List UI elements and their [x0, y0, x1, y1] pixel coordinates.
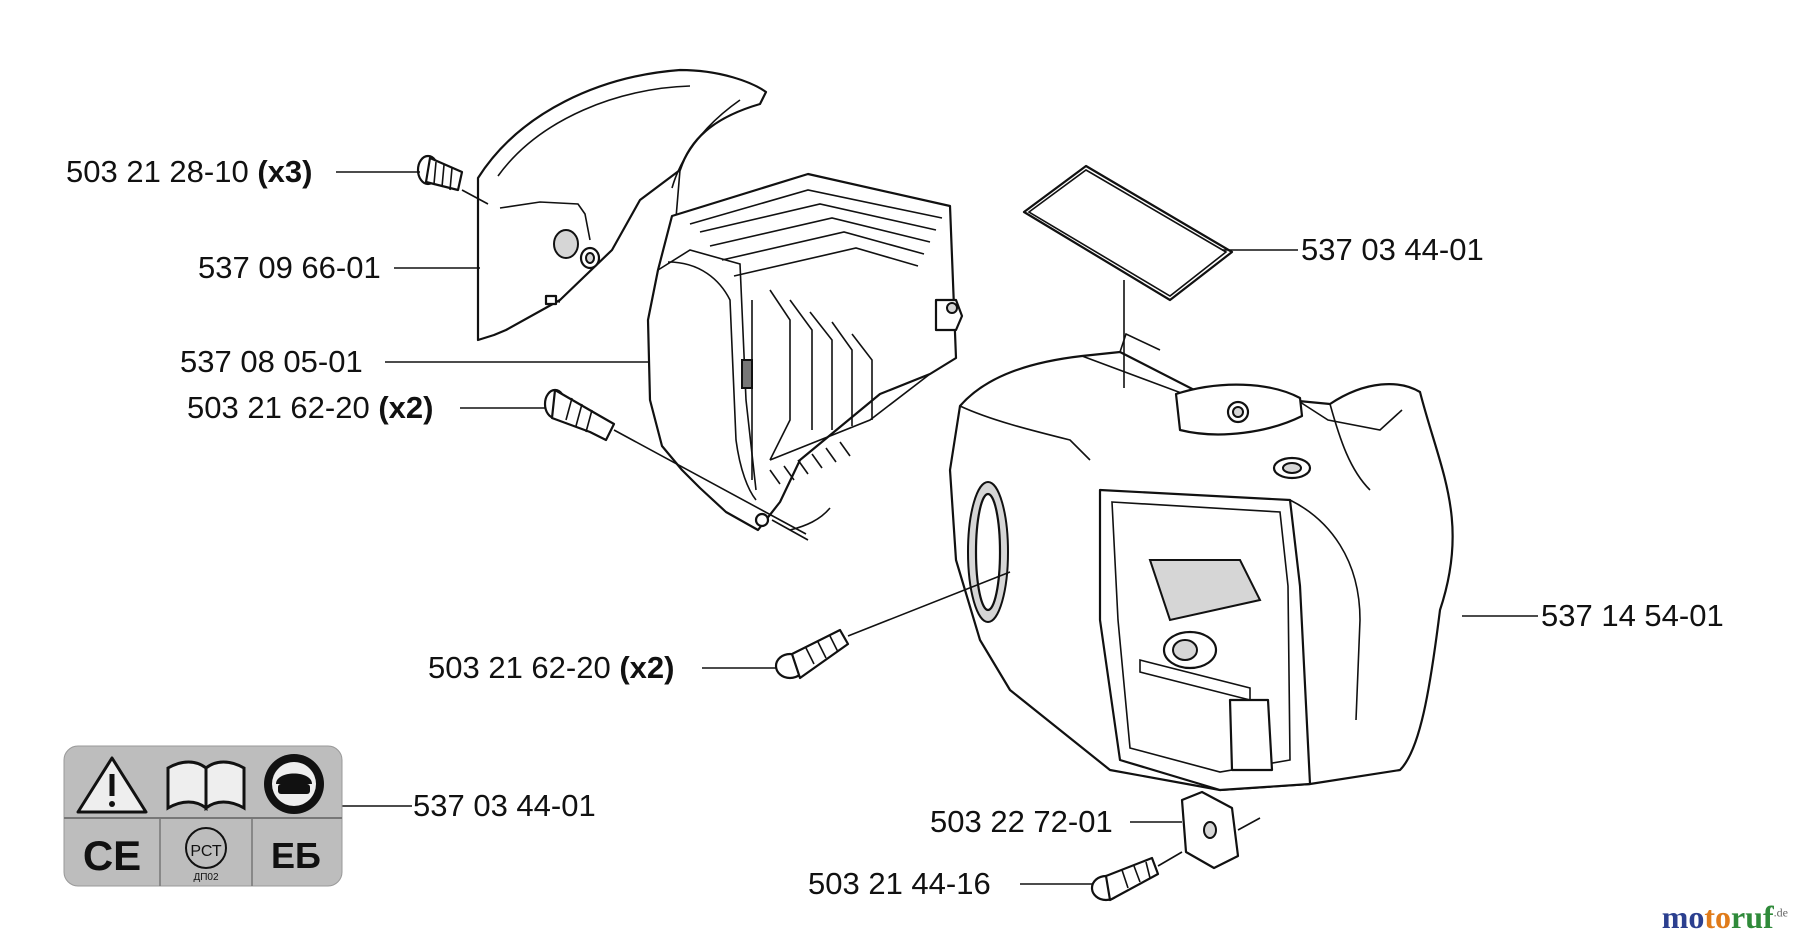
warning-triangle-icon	[76, 756, 148, 814]
manual-book-icon	[166, 760, 246, 812]
ear-eye-protection-icon	[264, 754, 324, 814]
watermark-ruf: ruf	[1731, 899, 1774, 935]
safety-decal-panel: CE РСТ ДП02 ЕБ	[63, 745, 343, 887]
label-screw-bottom: 503 21 44-16	[808, 866, 991, 901]
bolt-upper-part	[543, 388, 616, 442]
label-cylinder-cover: 537 08 05-01	[180, 344, 363, 379]
label-engine-housing: 537 14 54-01	[1541, 598, 1724, 633]
gost-mark-icon: РСТ ДП02	[185, 827, 227, 883]
assembly-line-bolt-lower	[847, 571, 1011, 637]
bolt-lower-part	[774, 628, 850, 680]
label-bolt-upper: 503 21 62-20 (x2)	[187, 390, 434, 425]
clip-part	[1180, 790, 1261, 870]
svg-text:ДП02: ДП02	[193, 872, 219, 883]
watermark-to: to	[1704, 899, 1732, 935]
label-decal-panel: 537 03 44-01	[413, 788, 596, 823]
screw-bottom-part	[1090, 856, 1160, 902]
assembly-line-screw-top	[461, 189, 489, 205]
cylinder-cover-part	[646, 172, 964, 541]
label-screw-top: 503 21 28-10 (x3)	[66, 154, 313, 189]
screw-top-part	[416, 154, 464, 192]
assembly-line-clip	[1157, 851, 1183, 867]
watermark-logo: motoruf.de	[1662, 901, 1788, 933]
label-bolt-lower: 503 21 62-20 (x2)	[428, 650, 675, 685]
label-clip: 503 22 72-01	[930, 804, 1113, 839]
label-decal-top: 537 03 44-01	[1301, 232, 1484, 267]
watermark-mo: mo	[1661, 899, 1705, 935]
watermark-suffix: .de	[1773, 905, 1788, 920]
ce-mark: CE	[83, 832, 141, 879]
svg-text:РСТ: РСТ	[190, 843, 222, 860]
label-cover: 537 09 66-01	[198, 250, 381, 285]
eac-mark: ЕБ	[271, 835, 321, 876]
assembly-line-bolt-upper	[613, 429, 807, 535]
engine-housing-part	[948, 332, 1454, 792]
decal-plate-part	[1022, 164, 1234, 302]
